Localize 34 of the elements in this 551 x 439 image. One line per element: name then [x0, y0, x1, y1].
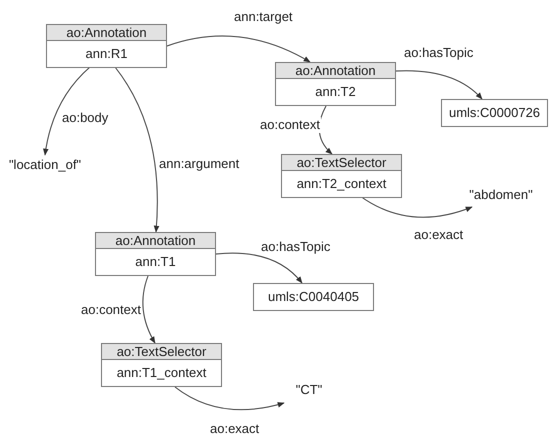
- resource-box: [101, 343, 222, 387]
- edge-label: ao:body: [61, 110, 110, 126]
- class-header: ao:TextSelector: [282, 155, 401, 171]
- class-header: ao:Annotation: [96, 233, 215, 249]
- resource-name: ann:T2: [314, 83, 357, 101]
- arrow: [216, 252, 302, 284]
- resource-name: ann:T1_context: [116, 364, 208, 382]
- resource-box: [46, 24, 167, 68]
- resource-name: umls:C0000726: [448, 104, 542, 122]
- resource-box: [281, 154, 402, 198]
- resource-name: umls:C0040405: [266, 288, 360, 306]
- arrow: [114, 66, 160, 233]
- class-header: ao:TextSelector: [102, 344, 221, 360]
- resource-name: ann:T1: [134, 253, 177, 271]
- arrow: [43, 66, 90, 156]
- arrow: [360, 196, 473, 218]
- literal-value: "CT": [294, 382, 324, 398]
- resource-box: [253, 283, 374, 311]
- edge-label: ao:hasTopic: [260, 239, 332, 255]
- resource-box: [275, 62, 396, 106]
- arrow: [174, 386, 285, 410]
- edge-label: ao:context: [259, 117, 321, 133]
- class-header: ao:Annotation: [47, 25, 166, 41]
- arrow: [142, 276, 156, 344]
- class-header: ao:Annotation: [276, 63, 395, 79]
- resource-box: [441, 99, 548, 127]
- resource-name: ann:R1: [84, 45, 128, 63]
- edge-label: ao:hasTopic: [403, 45, 474, 61]
- resource-box: [95, 232, 216, 276]
- literal-value: "location_of": [8, 157, 82, 173]
- literal-value: "abdomen": [468, 187, 534, 203]
- resource-name: ann:T2_context: [296, 175, 388, 193]
- arrow: [396, 70, 482, 100]
- arrow: [166, 36, 311, 62]
